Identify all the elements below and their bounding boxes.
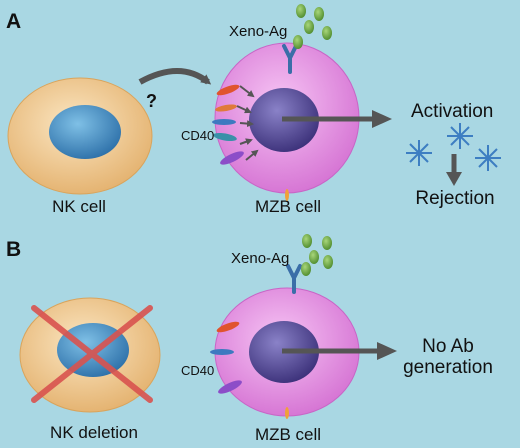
cd40-receptor-b	[210, 349, 234, 355]
panel-a-letter: A	[6, 10, 21, 33]
cd40-label-b: CD40	[181, 363, 214, 378]
xeno-ag-label-b: Xeno-Ag	[231, 250, 289, 267]
signal-arrows	[236, 85, 259, 161]
deletion-cross-icon	[31, 305, 153, 403]
activation-arrow-head	[372, 110, 392, 128]
cd40-label-a: CD40	[181, 128, 214, 143]
xeno-ag-label-a: Xeno-Ag	[229, 23, 287, 40]
nk-cell-a	[7, 77, 153, 195]
outcome-arrow-head	[377, 342, 397, 360]
xeno-antigens-a	[293, 4, 332, 49]
cd40-receptor-a	[212, 119, 236, 125]
panel-b-letter: B	[6, 238, 21, 261]
no-ab-label: No Ab	[422, 336, 474, 357]
mzb-cell-label-a: MZB cell	[255, 197, 321, 216]
surface-receptor-purple	[220, 151, 244, 165]
mzb-marker-b	[285, 407, 289, 419]
bcr-receptor-a	[282, 44, 298, 74]
surface-receptor-orange	[215, 104, 237, 112]
mzb-cell-label-b: MZB cell	[255, 425, 321, 444]
crystal-icon-3	[475, 145, 501, 171]
generation-label: generation	[403, 357, 493, 378]
bcr-receptor-b	[286, 264, 302, 294]
surface-receptor-teal	[213, 132, 237, 142]
nk-cell-label: NK cell	[52, 197, 106, 216]
nk-to-mzb-arrow	[138, 68, 212, 85]
surface-receptor-purple-b	[218, 380, 242, 394]
crystal-icon-1	[406, 140, 432, 166]
activation-label: Activation	[411, 101, 493, 122]
surface-receptor-red	[216, 84, 240, 96]
nk-deletion-label: NK deletion	[50, 423, 138, 442]
rejection-arrow-head	[446, 172, 462, 186]
xeno-antigens-b	[301, 234, 333, 276]
rejection-label: Rejection	[415, 188, 494, 209]
mzb-marker-a	[285, 189, 289, 201]
surface-receptor-red-b	[216, 321, 240, 333]
question-mark: ?	[146, 91, 157, 111]
crystal-icon-2	[447, 123, 473, 149]
